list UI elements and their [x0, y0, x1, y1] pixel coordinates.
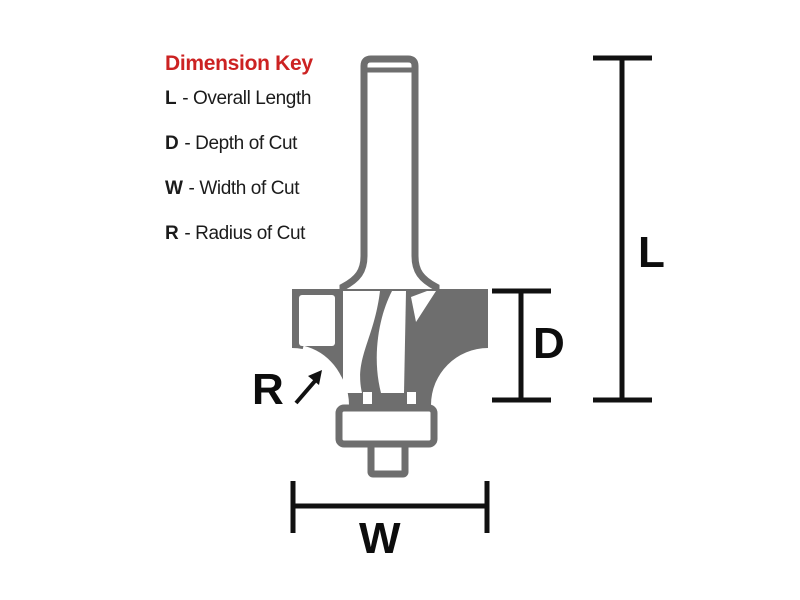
head-bearing-slit-right	[407, 392, 416, 404]
cutting-wing-band	[300, 345, 347, 400]
legend-item-length: L- Overall Length	[165, 88, 385, 110]
cutting-edge-glint	[411, 291, 436, 322]
pilot-bearing	[335, 404, 438, 448]
bit-shank	[339, 55, 440, 298]
legend-symbol: R	[165, 223, 179, 244]
legend-desc: - Depth of Cut	[184, 133, 298, 154]
width-dimension-label: W	[359, 514, 401, 563]
dimension-line-depth	[492, 288, 551, 403]
legend-item-depth: D- Depth of Cut	[165, 133, 385, 155]
head-bearing-slit-left	[363, 392, 372, 404]
legend-desc: - Radius of Cut	[184, 223, 306, 244]
dimension-line-width	[290, 481, 490, 533]
flute-gullet	[343, 291, 380, 393]
flute-face-center	[376, 291, 406, 393]
radius-dimension-label: R	[252, 365, 284, 414]
depth-dimension-label: D	[533, 319, 565, 368]
legend-title: Dimension Key	[165, 52, 313, 75]
dimension-line-length	[593, 55, 652, 403]
dimension-key-legend: Dimension Key L- Overall Length D- Depth…	[165, 52, 385, 268]
radius-arrow	[294, 370, 322, 405]
length-dimension-label: L	[638, 228, 665, 277]
flute-face-left	[299, 295, 335, 346]
legend-symbol: D	[165, 133, 179, 154]
legend-symbol: L	[165, 88, 177, 109]
legend-symbol: W	[165, 178, 183, 199]
legend-item-width: W- Width of Cut	[165, 178, 385, 200]
legend-desc: - Overall Length	[182, 88, 311, 109]
legend-item-radius: R- Radius of Cut	[165, 223, 385, 245]
legend-desc: - Width of Cut	[188, 178, 300, 199]
